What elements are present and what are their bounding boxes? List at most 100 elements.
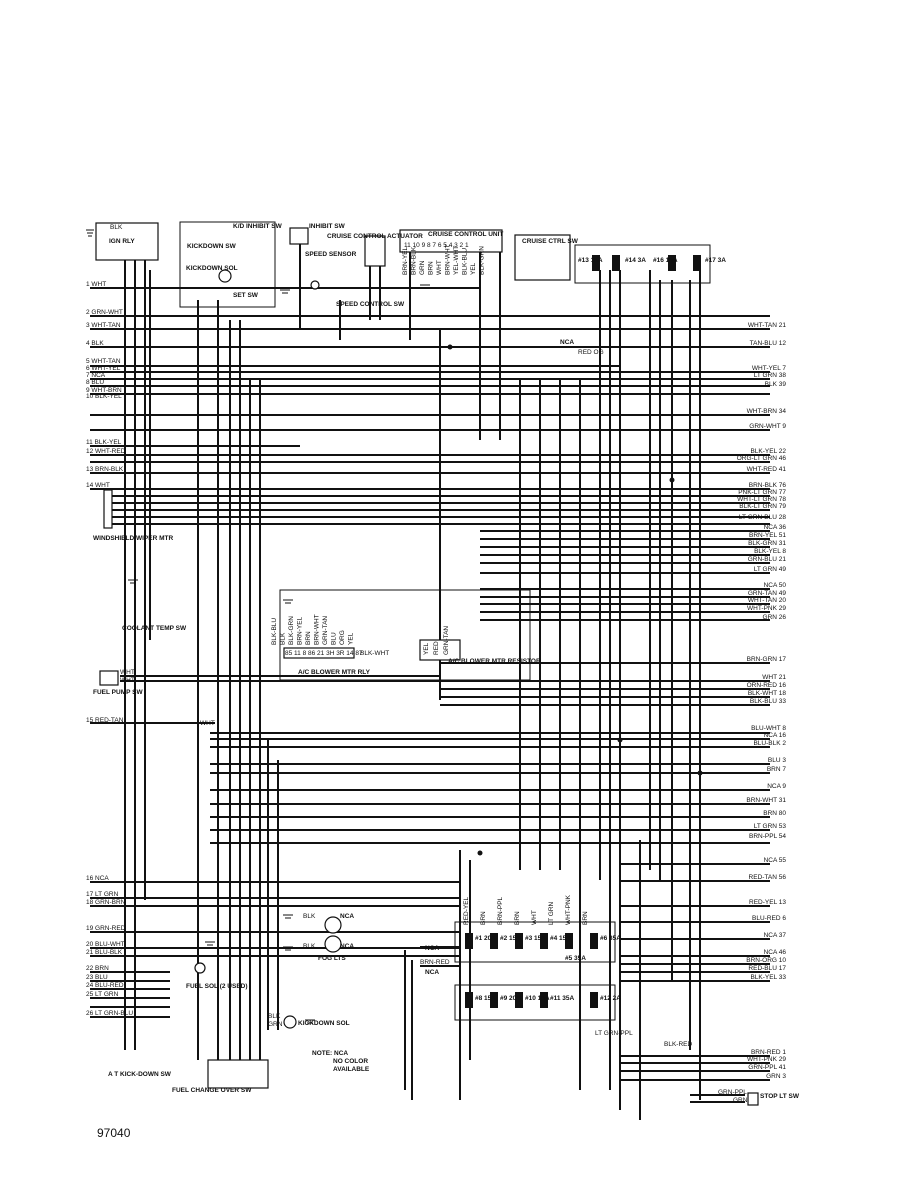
right-terminal: WHT-RED 41 [747, 466, 787, 473]
resistor-wire-label: RED [433, 641, 440, 655]
kickdown-sw-label: KICKDOWN SW [187, 243, 237, 250]
lower-fuse-cartridges [465, 933, 598, 1008]
component-shapes [86, 221, 759, 1106]
cruise-wire-label: YEL-WHT [453, 246, 460, 275]
wire-label-blk-wht: BLK-WHT [360, 650, 389, 657]
right-terminal: BLU 3 [768, 757, 786, 764]
top-fuse-17: #17 3A [705, 257, 726, 264]
left-terminal: 19 GRN-RED [86, 925, 126, 932]
right-terminal: NCA 50 [764, 582, 787, 589]
lower-fuse-1: #1 20A [475, 935, 496, 942]
left-terminal: 25 LT GRN [86, 991, 119, 998]
at-kickdown-sw-label: A T KICK-DOWN SW [108, 1071, 172, 1078]
right-terminal: GRN 26 [763, 614, 787, 621]
right-terminal: LT GRN 49 [754, 566, 787, 573]
wire-label-blk-fog-upper: BLK [303, 913, 316, 920]
kickdown-sw-box [179, 221, 276, 308]
kickdown-sol-bottom-symbol [283, 1015, 297, 1029]
cruise-wire-label: BLK-BLU [462, 248, 469, 275]
wire-label-blk-fog-lower: BLK [303, 943, 316, 950]
right-terminal: BLK-YEL 33 [750, 974, 786, 981]
fuel-sol-label: FUEL SOL (2 USED) [186, 983, 248, 990]
right-terminal: BRN-RED 1 [751, 1049, 786, 1056]
right-terminal: NCA 16 [764, 732, 787, 739]
wire-label-nca-fog-lower: NCA [340, 943, 354, 950]
fuel-pump-sw-box [99, 670, 119, 686]
left-terminal: 14 WHT [86, 482, 110, 489]
right-terminal: WHT-TAN 20 [748, 597, 787, 604]
right-terminal: WHT-PNK 29 [747, 1056, 786, 1063]
left-terminal: 12 WHT-RED [86, 448, 126, 455]
cruise-ctrl-sw-box [514, 234, 571, 281]
wire-label-lt-grn-ppl: LT GRN-PPL [595, 1030, 633, 1037]
cruise-wire-label: BRN [428, 261, 435, 275]
top-fuse-16: #16 15A [653, 257, 678, 264]
wiper-mtr-label: WINDSHIELD WIPER MTR [93, 535, 173, 542]
set-sw-label: SET SW [233, 292, 259, 299]
fuel-changeover-sw-box [207, 1059, 269, 1089]
right-terminal: PNK-LT GRN 77 [738, 489, 786, 496]
left-terminal: 7 NCA [86, 372, 106, 379]
right-terminal: NCA 9 [767, 783, 786, 790]
right-terminal: RED-TAN 56 [749, 874, 787, 881]
fuel-changeover-sw-label: FUEL CHANGE OVER SW [172, 1087, 252, 1094]
wire-label-kickdown-grn: GRN [268, 1021, 283, 1028]
resistor-wire-label: YEL [423, 642, 430, 655]
cruise-wire-label: BRN-BLK [411, 246, 418, 275]
wire-label-red-og: RED OG [578, 349, 604, 356]
lower-fuse-11: #11 35A [550, 995, 575, 1002]
kickdown-sol-label: KICKDOWN SOL [186, 265, 238, 272]
right-terminal: GRN-TAN 49 [748, 590, 787, 597]
lower-fuse-9: #9 20A [500, 995, 521, 1002]
note-line-2: NO COLOR [333, 1058, 368, 1065]
speed-sensor-label: SPEED SENSOR [305, 251, 357, 258]
lower-fuse-10: #10 15A [525, 995, 550, 1002]
blower-rly-label: A/C BLOWER MTR RLY [298, 669, 371, 676]
lower-fuse-4: #4 15A [550, 935, 571, 942]
left-terminal: 5 WHT-TAN [86, 358, 121, 365]
right-terminal: WHT 21 [762, 674, 786, 681]
blower-wire-label: BRN-WHT [314, 614, 321, 645]
right-terminal: GRN 3 [766, 1073, 786, 1080]
right-terminal: ORN-RED 16 [747, 682, 787, 689]
ign-rly-label-1: IGN RLY [109, 238, 135, 245]
stop-lt-sw-label: STOP LT SW [760, 1093, 800, 1100]
left-terminal: 2 GRN-WHT [86, 309, 123, 316]
blower-relay-box [279, 589, 531, 681]
top-fuse-cartridges [592, 255, 701, 271]
wire-label-stop-grn: GRN [733, 1097, 748, 1104]
right-terminal: BLK-GRN 31 [748, 540, 786, 547]
kd-inhibit-sw-label: K/D INHIBIT SW [233, 223, 283, 230]
lower-fuse-wire-label: BRN [480, 911, 487, 925]
note-line-1: NOTE: NCA [312, 1050, 348, 1057]
left-terminal: 17 LT GRN [86, 891, 119, 898]
wire-label-brn-red: BRN-RED [420, 959, 450, 966]
inhibit-sw-label: INHIBIT SW [309, 223, 346, 230]
left-terminal: 9 WHT-BRN [86, 387, 122, 394]
cruise-unit-box [399, 229, 503, 253]
top-fuse-14: #14 3A [625, 257, 646, 264]
right-terminal: BRN-PPL 54 [749, 833, 786, 840]
left-terminal: 22 BRN [86, 965, 109, 972]
right-terminal: LT GRN 53 [754, 823, 787, 830]
speed-control-sw-label: SPEED CONTROL SW [336, 301, 405, 308]
wire-label-nca-c: NCA [425, 969, 439, 976]
right-terminal: BLU-RED 6 [752, 915, 786, 922]
blower-wire-label: GRN-TAN [322, 616, 329, 645]
blower-wire-label: YEL [348, 632, 355, 645]
right-terminal: TAN-BLU 12 [750, 340, 787, 347]
right-terminal: WHT-BRN 34 [747, 408, 787, 415]
lower-fuse-12: #12 2A [600, 995, 621, 1002]
wire-label-nca-fog-upper: NCA [340, 913, 354, 920]
right-terminal: BRN-YEL 51 [749, 532, 786, 539]
right-terminal: GRN-BLU 21 [748, 556, 787, 563]
left-terminal: 3 WHT-TAN [86, 322, 121, 329]
lower-fuse-2: #2 15A [500, 935, 521, 942]
right-terminal: NCA 46 [764, 949, 787, 956]
